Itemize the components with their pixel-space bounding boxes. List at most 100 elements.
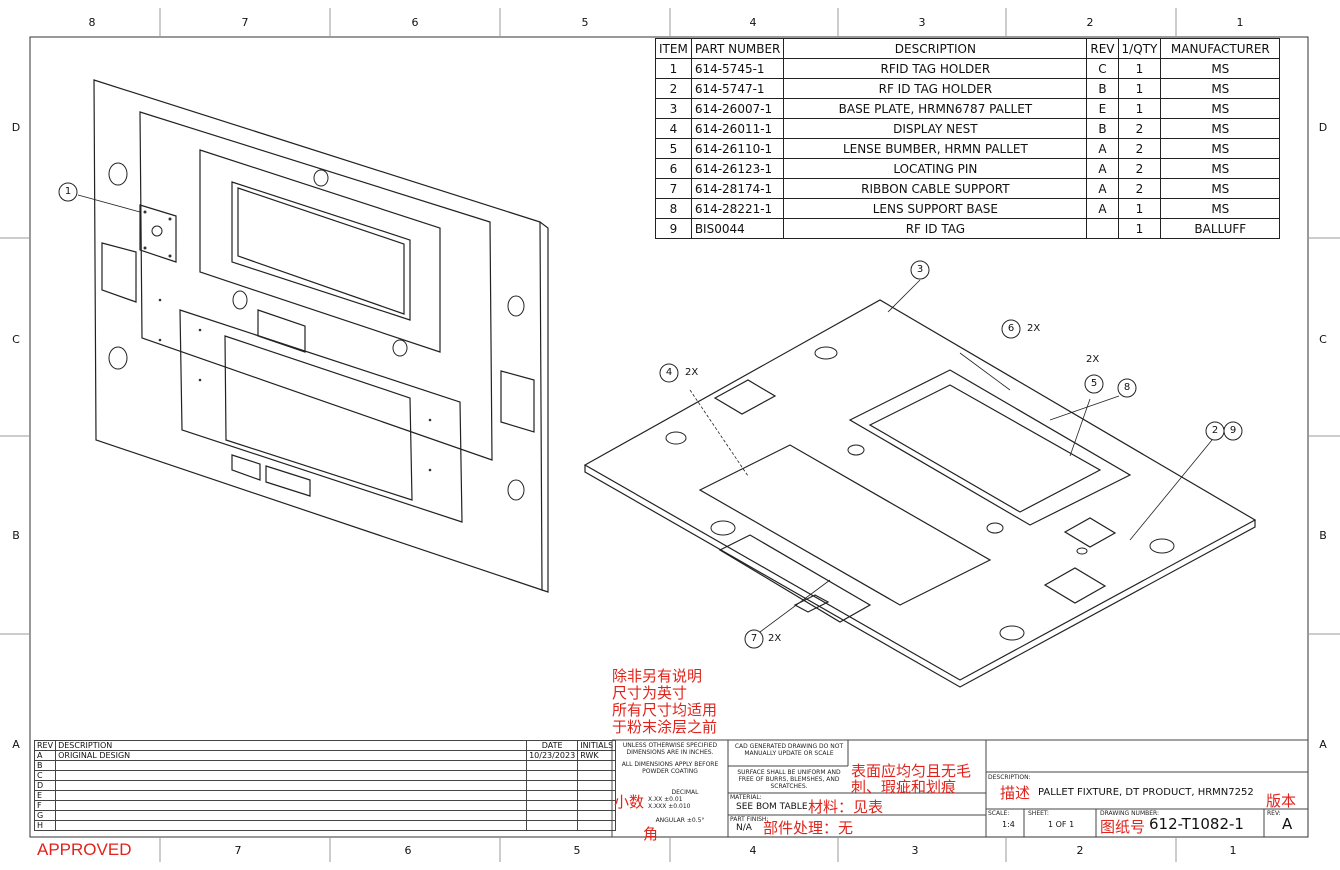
tolerance-note-units: UNLESS OTHERWISE SPECIFIED DIMENSIONS AR… [622, 742, 718, 756]
balloon-4: 4 [665, 367, 673, 378]
zone-col-5-bottom: 5 [573, 844, 581, 857]
angular-tolerance: ANGULAR ±0.5° [655, 817, 705, 824]
isometric-view-drawing [583, 260, 1257, 688]
bom-cell-manufacturer: MS [1160, 58, 1281, 79]
zone-col-2-bottom: 2 [1076, 844, 1084, 857]
balloon-5-8-qty: 2X [1086, 354, 1100, 365]
revision-cell-initials [577, 820, 617, 831]
angular-chinese: 角 [643, 825, 659, 843]
scale-label: SCALE: [988, 810, 1010, 817]
finish-label: PART FINISH: [730, 816, 769, 823]
tolerance-note-powder: ALL DIMENSIONS APPLY BEFORE POWDER COATI… [621, 761, 719, 775]
balloon-9: 9 [1229, 425, 1237, 436]
decimal-three-place: X.XXX ±0.010 [648, 803, 691, 810]
bom-cell-part-number: BIS0044 [690, 218, 785, 239]
general-notes-chinese: 除非另有说明 尺寸为英寸 所有尺寸均适用 于粉末涂层之前 [612, 668, 717, 736]
zone-col-5: 5 [581, 16, 589, 29]
balloon-5: 5 [1090, 378, 1098, 389]
rev-value: A [1282, 815, 1293, 833]
zone-col-2: 2 [1086, 16, 1094, 29]
approved-stamp: APPROVED [37, 840, 132, 859]
drawing-number: 612-T1082-1 [1149, 815, 1244, 833]
zone-col-7-bottom: 7 [234, 844, 242, 857]
bom-cell-description: RF ID TAG [783, 218, 1088, 239]
cad-note: CAD GENERATED DRAWING DO NOT MANUALLY UP… [734, 743, 844, 757]
zone-col-1-bottom: 1 [1229, 844, 1237, 857]
balloon-3: 3 [916, 264, 924, 275]
zone-row-d-right: D [1318, 121, 1328, 134]
zone-row-c-right: C [1319, 333, 1327, 346]
front-view-drawing [58, 79, 549, 593]
balloon-2: 2 [1211, 425, 1219, 436]
revision-row: H [33, 820, 617, 831]
revision-cell-date [526, 820, 579, 831]
bom-header-manufacturer: MANUFACTURER [1160, 38, 1281, 59]
zone-row-d: D [11, 121, 21, 134]
bom-cell-manufacturer: MS [1160, 118, 1281, 139]
decimal-two-place: X.XX ±0.01 [648, 796, 683, 803]
drawing-number-label: DRAWING NUMBER: [1100, 810, 1160, 817]
material-chinese: 材料：见表 [808, 798, 884, 816]
bom-cell-manufacturer: BALLUFF [1160, 218, 1281, 239]
material-value: SEE BOM TABLE [736, 802, 808, 812]
description-label: DESCRIPTION: [988, 774, 1031, 781]
balloon-6: 6 [1007, 323, 1015, 334]
zone-col-6: 6 [411, 16, 419, 29]
finish-chinese: 部件处理：无 [763, 819, 854, 837]
drawing-description: PALLET FIXTURE, DT PRODUCT, HRMN7252 [1038, 787, 1254, 798]
surface-note: SURFACE SHALL BE UNIFORM AND FREE OF BUR… [737, 769, 841, 790]
scale-value: 1:4 [1002, 820, 1015, 829]
bom-cell-rev [1086, 218, 1119, 239]
revision-cell-rev: H [33, 820, 57, 831]
balloon-6-qty: 2X [1027, 323, 1041, 334]
balloon-7-qty: 2X [768, 633, 782, 644]
zone-col-1: 1 [1236, 16, 1244, 29]
balloon-1: 1 [64, 186, 72, 197]
bom-header-rev: REV [1086, 38, 1119, 59]
description-chinese: 描述 [1000, 784, 1031, 802]
zone-col-4: 4 [749, 16, 757, 29]
decimal-chinese: 小数 [614, 793, 645, 811]
balloon-8: 8 [1123, 382, 1131, 393]
material-label: MATERIAL: [730, 794, 762, 801]
bom-cell-part-number: 614-26110-1 [690, 138, 785, 159]
zone-col-6-bottom: 6 [404, 844, 412, 857]
finish-value: N/A [736, 823, 752, 833]
decimal-label: DECIMAL [671, 789, 699, 796]
zone-row-b: B [12, 529, 20, 542]
balloon-4-qty: 2X [685, 367, 699, 378]
zone-row-a: A [12, 738, 20, 751]
bom-cell-rev: E [1086, 98, 1119, 119]
zone-col-8: 8 [88, 16, 96, 29]
zone-col-7: 7 [241, 16, 249, 29]
drawing-number-chinese: 图纸号 [1100, 818, 1146, 836]
note-line: 所有尺寸均适用 [612, 701, 718, 719]
note-line: 于粉末涂层之前 [612, 718, 718, 736]
note-line: 除非另有说明 [612, 667, 703, 685]
bom-cell-description: BASE PLATE, HRMN6787 PALLET [783, 98, 1088, 119]
bom-cell-manufacturer: MS [1160, 198, 1281, 219]
bill-of-materials-table: ITEM PART NUMBER DESCRIPTION REV 1/QTY M… [655, 38, 1281, 239]
bom-cell-description: RIBBON CABLE SUPPORT [783, 178, 1088, 199]
surface-cn-line: 表面应均匀且无毛 [851, 762, 972, 780]
sheet-value: 1 OF 1 [1048, 820, 1075, 829]
surface-note-chinese: 表面应均匀且无毛 刺、瑕疵和划痕 [851, 763, 971, 795]
note-line: 尺寸为英寸 [612, 684, 688, 702]
bom-cell-description: RF ID TAG HOLDER [783, 78, 1088, 99]
zone-col-3-bottom: 3 [911, 844, 919, 857]
bom-cell-rev: C [1086, 58, 1119, 79]
zone-row-a-right: A [1319, 738, 1327, 751]
surface-cn-line: 刺、瑕疵和划痕 [851, 778, 957, 796]
bom-cell-item: 9 [655, 218, 692, 239]
rev-label: REV: [1267, 810, 1281, 817]
bom-cell-part-number: 614-26123-1 [690, 158, 785, 179]
